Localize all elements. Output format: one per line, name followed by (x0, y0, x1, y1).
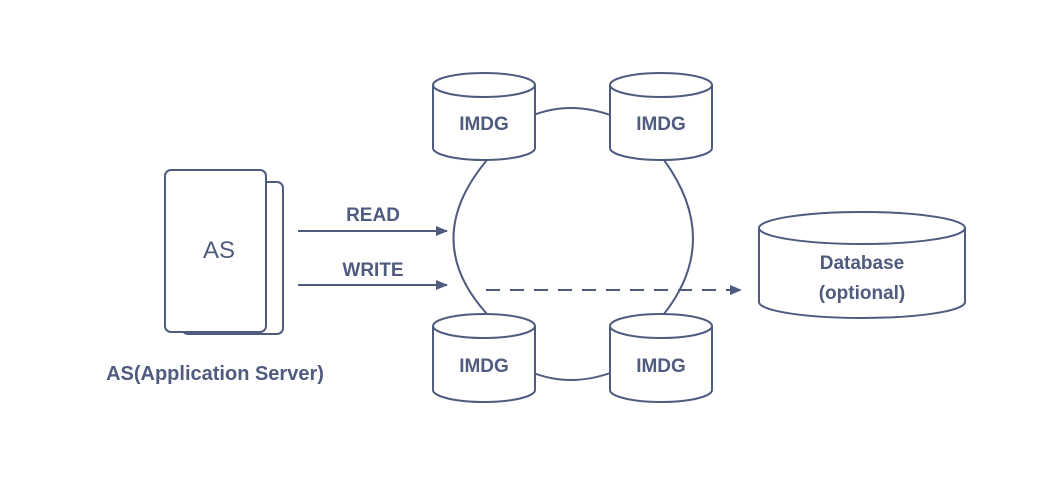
imdg-node-label: IMDG (459, 356, 509, 377)
imdg-node-label: IMDG (636, 114, 686, 135)
imdg-node-label: IMDG (459, 114, 509, 135)
imdg-ring-connector (530, 371, 614, 381)
imdg-ring-connector (530, 107, 614, 117)
write-label: WRITE (342, 260, 403, 281)
imdg-ring-connector (663, 159, 694, 315)
imdg-node-top-left: IMDG (432, 72, 536, 161)
imdg-ring-connector (452, 159, 488, 315)
imdg-node-label: IMDG (636, 356, 686, 377)
database-label: Database (820, 253, 905, 274)
app-server-front-page (164, 169, 267, 333)
imdg-node-bottom-left: IMDG (432, 313, 536, 403)
imdg-node-top-right: IMDG (609, 72, 713, 161)
app-server-caption: AS(Application Server) (106, 363, 324, 385)
app-server-box-label: AS (203, 237, 235, 264)
imdg-node-bottom-right: IMDG (609, 313, 713, 403)
database-cylinder: Database (optional) (758, 211, 966, 319)
read-label: READ (346, 205, 400, 226)
app-server-stack: AS (164, 169, 284, 335)
database-optional-label: (optional) (819, 283, 906, 304)
